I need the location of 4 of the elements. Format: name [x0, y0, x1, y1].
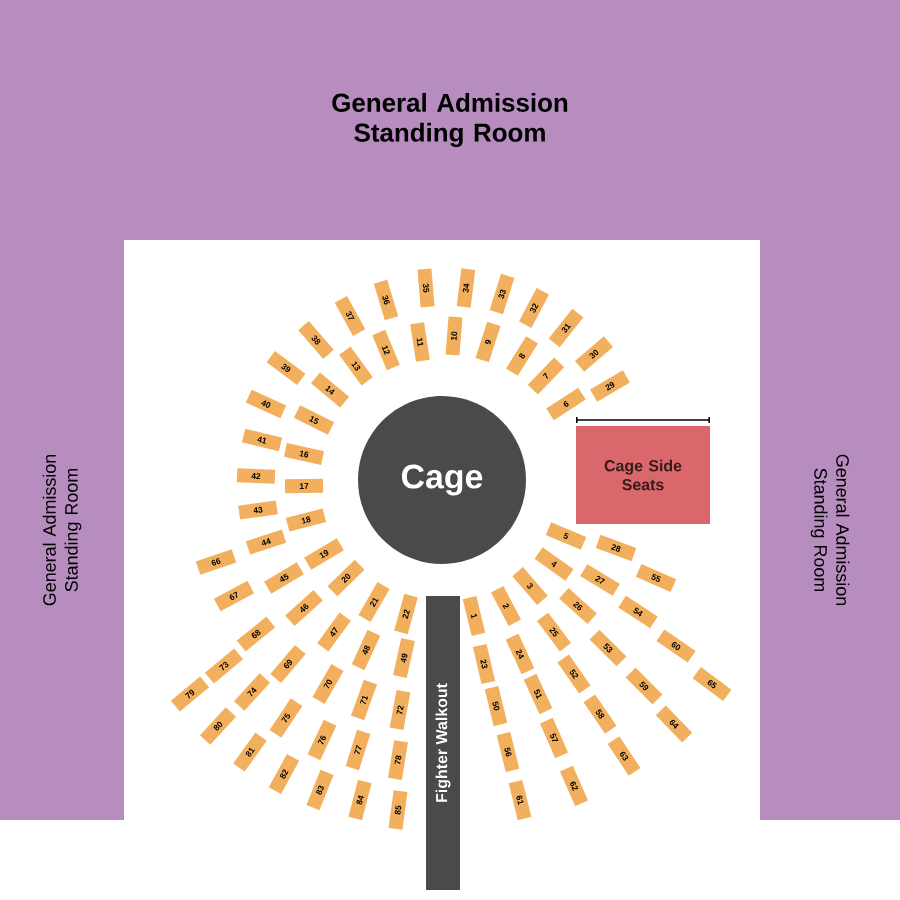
- node-label: General Admission Standing Room: [810, 454, 850, 606]
- standing-area: General Admission Standing Room: [760, 240, 900, 820]
- standing-area: General Admission Standing Room: [0, 240, 124, 820]
- node-label: General Admission Standing Room: [42, 454, 82, 606]
